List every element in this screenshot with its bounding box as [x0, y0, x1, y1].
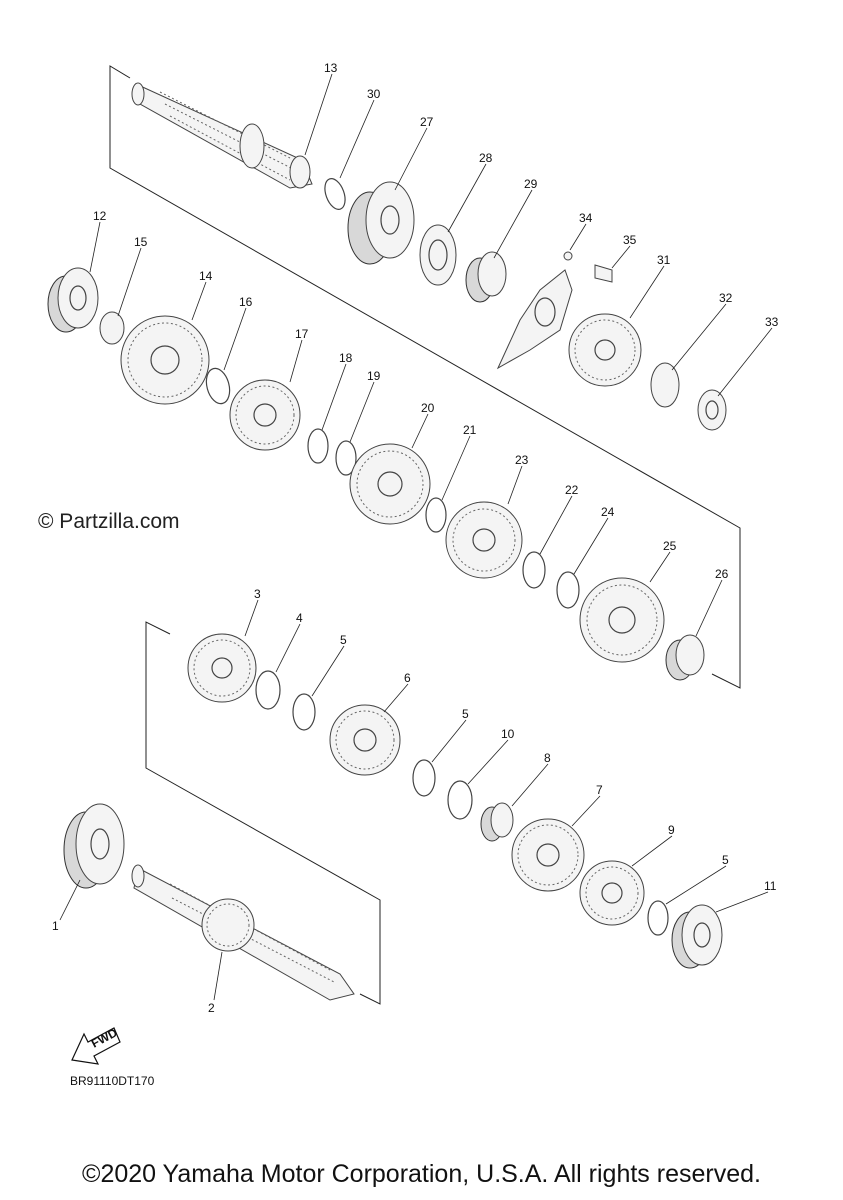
gear-23 [445, 501, 523, 579]
gear-14 [120, 315, 210, 405]
collar-15 [99, 311, 125, 345]
drive-shaft-2 [131, 864, 355, 1001]
gear-27 [347, 181, 415, 265]
circlip-21 [425, 497, 447, 533]
callout-16: 16 [239, 295, 253, 309]
circlip-24 [556, 571, 580, 609]
bearing-12 [47, 267, 99, 333]
callout-6: 6 [404, 671, 411, 685]
bearing-29 [465, 251, 507, 303]
lower-shaft-frame [145, 621, 381, 1005]
callouts: 13 30 27 28 29 34 35 31 32 33 12 15 14 1… [52, 61, 779, 1015]
callout-12: 12 [93, 209, 107, 223]
nut-33 [697, 389, 727, 431]
bearing-11 [671, 904, 723, 969]
callout-31: 31 [657, 253, 671, 267]
callout-35: 35 [623, 233, 637, 247]
collar-8 [480, 802, 514, 842]
gear-20 [349, 443, 431, 525]
gear-6 [329, 704, 401, 776]
lever-34-35 [496, 251, 613, 370]
main-shaft-13 [131, 82, 313, 189]
callout-4: 4 [296, 611, 303, 625]
sprocket-31 [568, 313, 642, 387]
callout-32: 32 [719, 291, 733, 305]
callout-5-a: 5 [340, 633, 347, 647]
callout-13: 13 [324, 61, 338, 75]
callout-19: 19 [367, 369, 381, 383]
circlip-16 [205, 367, 231, 405]
callout-17: 17 [295, 327, 309, 341]
gear-25 [579, 577, 665, 663]
callout-11: 11 [764, 879, 777, 893]
callout-2: 2 [208, 1001, 215, 1015]
callout-18: 18 [339, 351, 353, 365]
diagram-code: BR91110DT170 [70, 1074, 155, 1088]
gear-7 [511, 818, 585, 892]
callout-10: 10 [501, 727, 515, 741]
partzilla-watermark: © Partzilla.com [38, 510, 180, 533]
washer-10 [447, 780, 473, 820]
washer-4 [255, 670, 281, 710]
washer-22 [522, 551, 546, 589]
callout-22: 22 [565, 483, 579, 497]
gear-17 [229, 379, 301, 451]
callout-28: 28 [479, 151, 493, 165]
callout-15: 15 [134, 235, 148, 249]
callout-8: 8 [544, 751, 551, 765]
fwd-arrow-icon: FWD [71, 1025, 121, 1065]
circlip-30 [324, 178, 346, 210]
bearing-26 [665, 634, 705, 681]
callout-9: 9 [668, 823, 675, 837]
circlip-5b [412, 759, 436, 797]
callout-24: 24 [601, 505, 615, 519]
callout-14: 14 [199, 269, 213, 283]
bearing-1 [63, 803, 125, 889]
callout-23: 23 [515, 453, 529, 467]
callout-21: 21 [463, 423, 477, 437]
callout-3: 3 [254, 587, 261, 601]
upper-shaft-frame [109, 65, 741, 689]
callout-5-b: 5 [462, 707, 469, 721]
callout-1: 1 [52, 919, 59, 933]
callout-5-c: 5 [722, 853, 729, 867]
washer-18 [307, 428, 329, 464]
circlip-19 [335, 440, 357, 476]
circlip-5a [292, 693, 316, 731]
washer-28 [419, 224, 457, 286]
gear-3 [187, 633, 257, 703]
callout-27: 27 [420, 115, 434, 129]
circlip-5c [647, 900, 669, 936]
callout-26: 26 [715, 567, 729, 581]
callout-20: 20 [421, 401, 435, 415]
callout-29: 29 [524, 177, 538, 191]
callout-25: 25 [663, 539, 677, 553]
gear-9 [579, 860, 645, 926]
callout-7: 7 [596, 783, 603, 797]
callout-30: 30 [367, 87, 381, 101]
copyright-notice: ©2020 Yamaha Motor Corporation, U.S.A. A… [82, 1160, 761, 1188]
callout-34: 34 [579, 211, 593, 225]
callout-33: 33 [765, 315, 779, 329]
washer-32 [650, 362, 680, 408]
